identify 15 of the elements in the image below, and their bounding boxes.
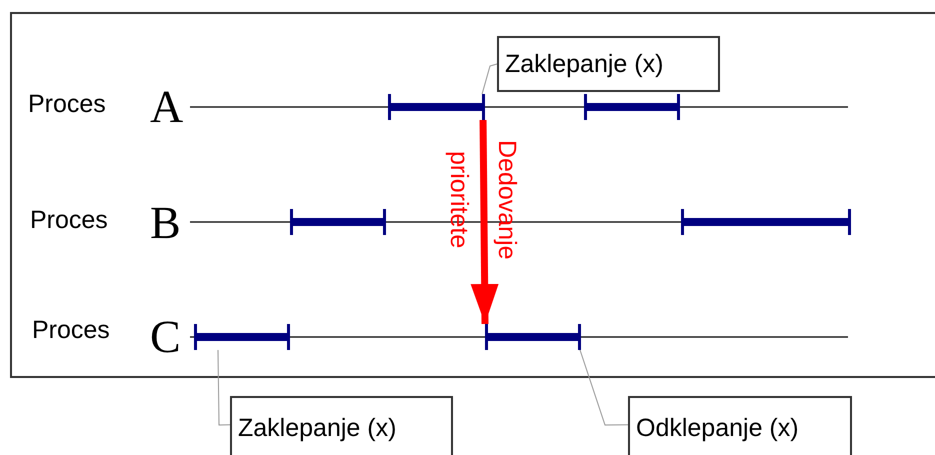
callout-box: Zaklepanje (x): [497, 36, 720, 92]
process-letter: A: [150, 84, 184, 130]
arrow: [470, 120, 499, 324]
leader-line: [218, 350, 230, 426]
process-label: Proces: [28, 90, 106, 119]
process-label: Proces: [32, 316, 110, 345]
edge-label: Dedovanje prioritete: [444, 139, 522, 262]
lock-bar: [584, 94, 680, 120]
leader-line: [482, 64, 498, 94]
process-label: Proces: [30, 206, 108, 235]
callout-box: Odklepanje (x): [628, 396, 852, 455]
leader-line: [580, 350, 628, 426]
callout-box: Zaklepanje (x): [230, 396, 453, 455]
process-letter: B: [150, 200, 181, 246]
process-letter: C: [150, 314, 181, 360]
